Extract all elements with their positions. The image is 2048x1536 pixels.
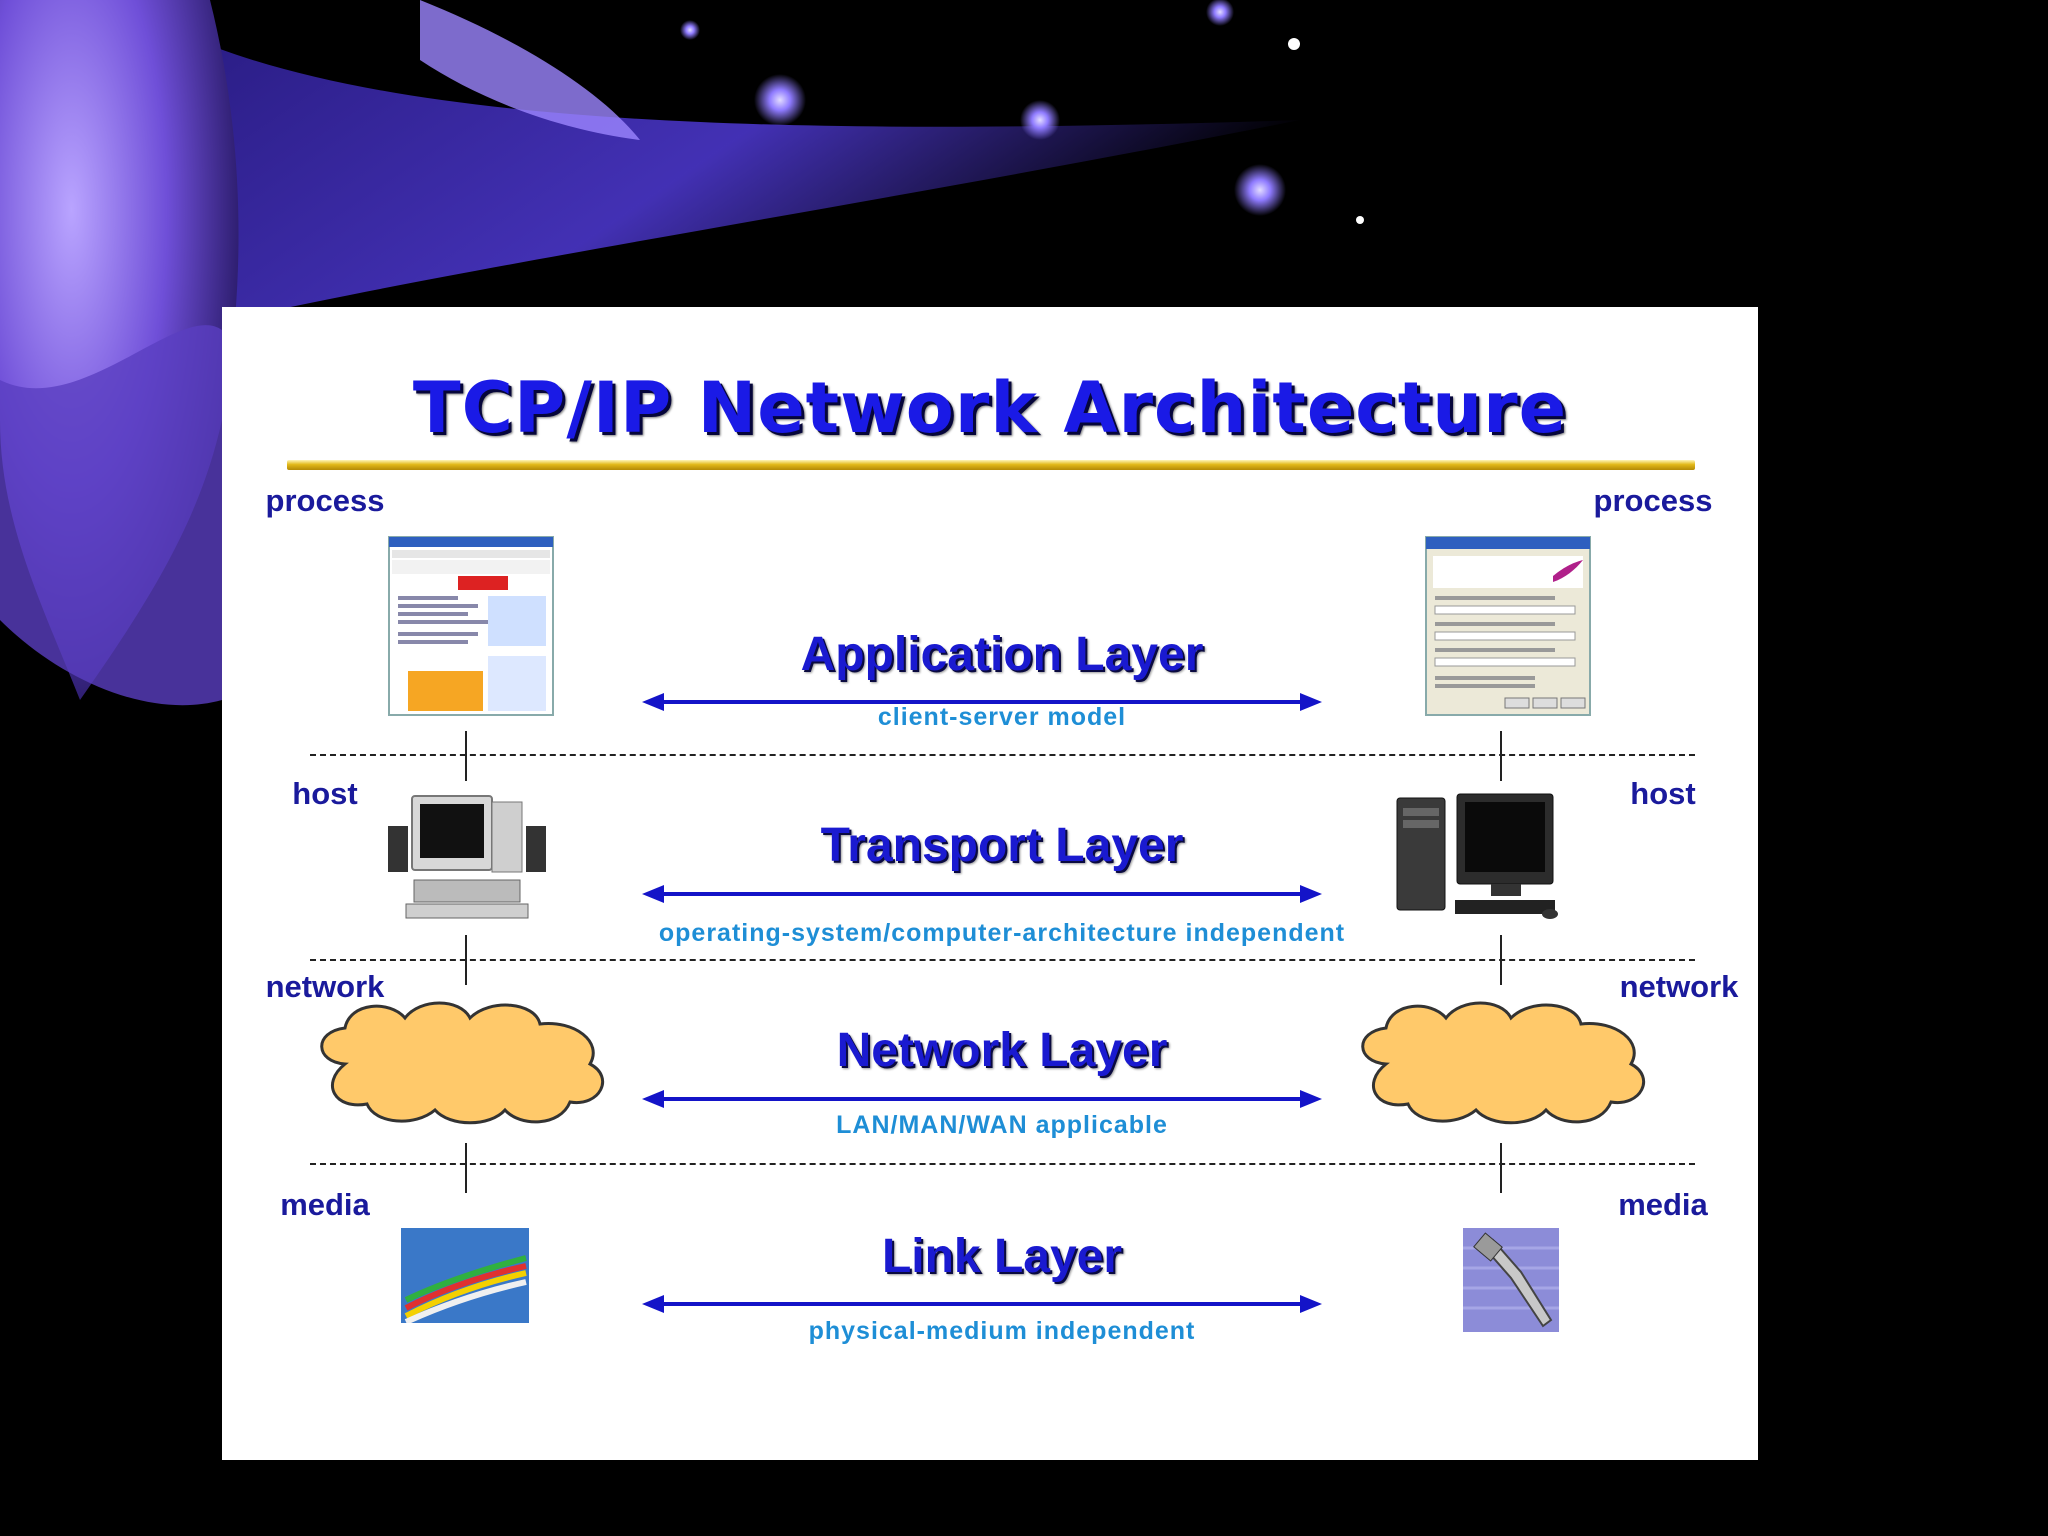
connector-plug-icon bbox=[1463, 1228, 1559, 1332]
right-media-label: media bbox=[1618, 1187, 1708, 1222]
left-connector-3 bbox=[465, 1143, 467, 1193]
left-process-label: process bbox=[265, 483, 385, 518]
divider-network-link bbox=[310, 1163, 1695, 1165]
left-connector-1 bbox=[465, 731, 467, 781]
link-layer-arrow bbox=[642, 1295, 1322, 1313]
dialog-window-icon bbox=[1425, 536, 1591, 716]
network-cloud-icon bbox=[1361, 1001, 1645, 1125]
browser-window-icon bbox=[388, 536, 554, 716]
left-connector-2 bbox=[465, 935, 467, 985]
desktop-computer-icon bbox=[388, 795, 546, 919]
right-host-label: host bbox=[1630, 776, 1696, 811]
slide-title: TCP/IP Network Architecture bbox=[412, 367, 1568, 449]
divider-transport-network bbox=[310, 959, 1695, 961]
tower-computer-icon bbox=[1396, 793, 1558, 919]
title-underline bbox=[287, 460, 1695, 470]
right-connector-3 bbox=[1500, 1143, 1502, 1193]
link-layer-description: physical-medium independent bbox=[808, 1317, 1196, 1345]
network-cloud-icon bbox=[320, 1001, 604, 1125]
right-connector-2 bbox=[1500, 935, 1502, 985]
transport-layer-arrow bbox=[642, 885, 1322, 903]
application-layer-name: Application Layer bbox=[800, 628, 1204, 681]
link-layer-name: Link Layer bbox=[881, 1230, 1123, 1283]
right-process-label: process bbox=[1593, 483, 1713, 518]
network-layer-description: LAN/MAN/WAN applicable bbox=[836, 1111, 1168, 1139]
cable-wires-icon bbox=[401, 1228, 529, 1323]
application-layer-description: client-server model bbox=[877, 703, 1127, 731]
slide: TCP/IP Network Architecture process proc… bbox=[222, 307, 1758, 1460]
network-layer-arrow bbox=[642, 1090, 1322, 1108]
transport-layer-description: operating-system/computer-architecture i… bbox=[658, 919, 1346, 947]
left-network-label: network bbox=[265, 969, 385, 1004]
transport-layer-name: Transport Layer bbox=[820, 819, 1184, 872]
left-host-label: host bbox=[292, 776, 358, 811]
divider-application-transport bbox=[310, 754, 1695, 756]
network-layer-name: Network Layer bbox=[836, 1024, 1168, 1077]
right-connector-1 bbox=[1500, 731, 1502, 781]
right-network-label: network bbox=[1619, 969, 1739, 1004]
application-layer-arrow bbox=[642, 693, 1322, 711]
left-media-label: media bbox=[280, 1187, 370, 1222]
